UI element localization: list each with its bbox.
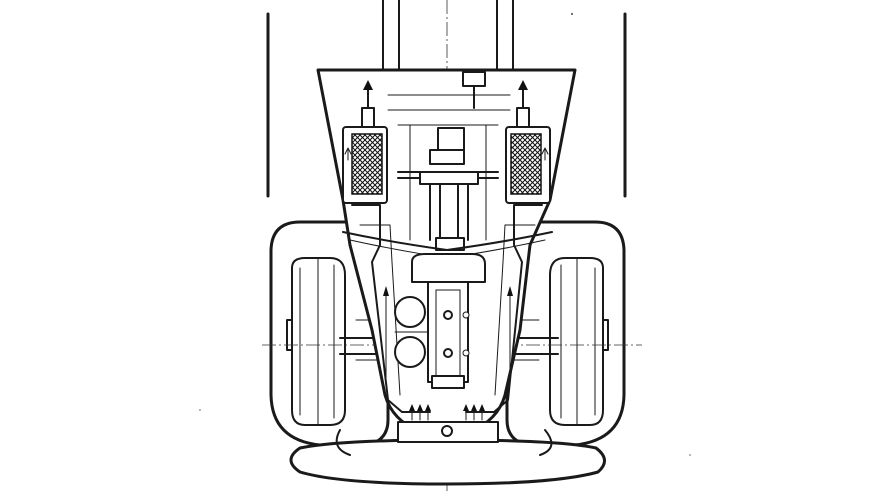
lower-cross-member <box>397 404 499 443</box>
wheel-arch-lower <box>335 429 553 456</box>
engine-block <box>411 253 486 389</box>
hood-top <box>317 69 576 111</box>
right-radiator <box>505 80 551 204</box>
right-wheel <box>505 220 626 447</box>
auxiliary-drums <box>394 296 429 368</box>
steering-gear <box>397 71 499 251</box>
body-side-lines <box>266 12 627 198</box>
airflow-arrows <box>383 286 513 381</box>
tie-rod <box>342 231 553 251</box>
inner-duct-walls <box>351 204 543 413</box>
paper-specks <box>199 13 691 456</box>
left-radiator <box>342 80 388 204</box>
